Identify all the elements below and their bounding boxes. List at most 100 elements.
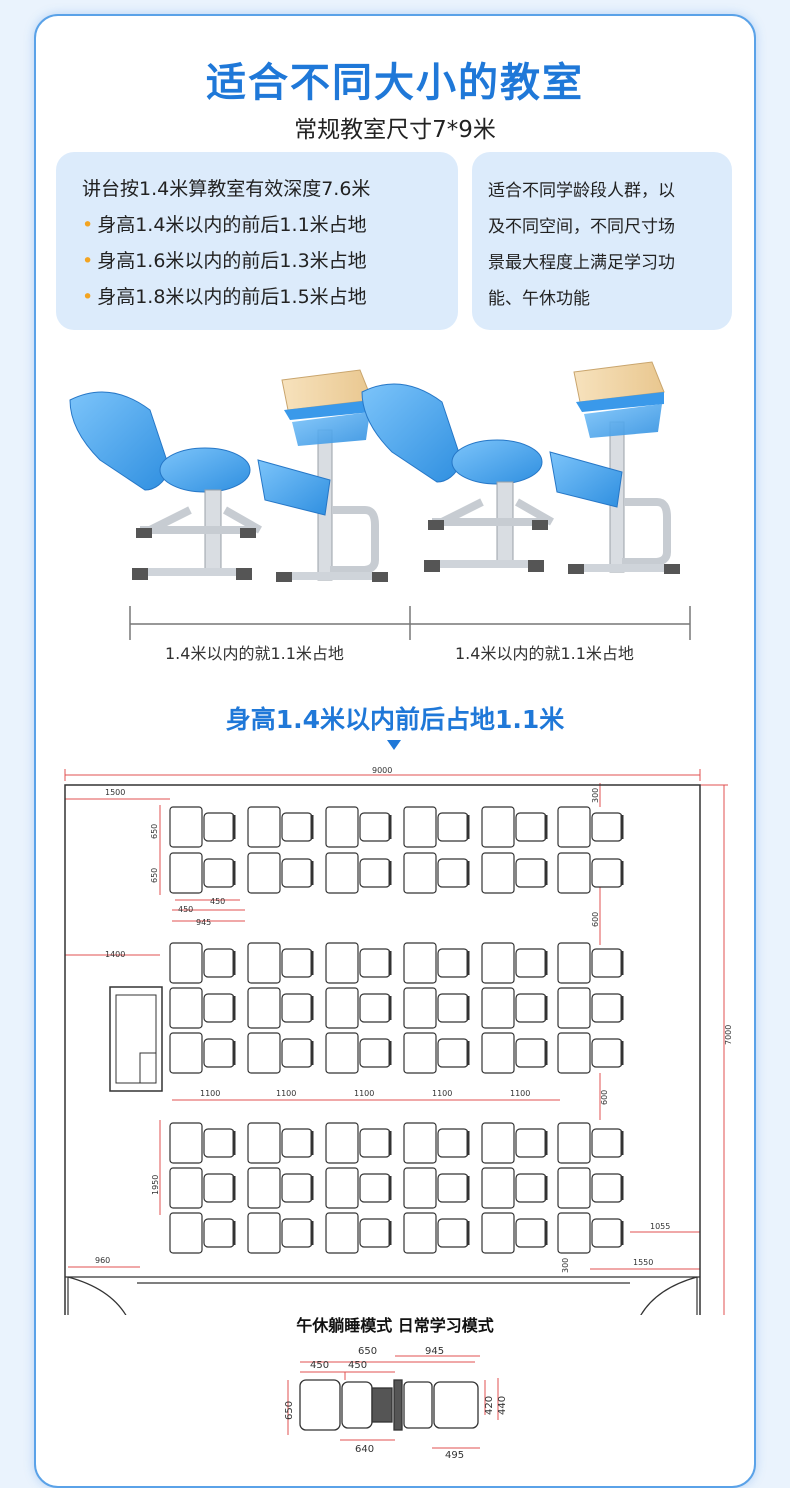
desk-chair-unit xyxy=(325,806,392,848)
desk-chair-unit xyxy=(481,987,548,1029)
desk-chair-unit xyxy=(169,1212,236,1254)
desk-chair-unit xyxy=(169,942,236,984)
dim-1950: 1950 xyxy=(151,1175,160,1195)
desk-chair-unit xyxy=(247,1212,314,1254)
desk-chair-unit xyxy=(403,806,470,848)
dimension-label: 1.4米以内的就1.1米占地 xyxy=(165,644,344,663)
desk-chair-unit xyxy=(557,1212,624,1254)
bullet-icon: • xyxy=(82,286,94,308)
desk-chair-unit xyxy=(247,852,314,894)
usage-line: 能、午休功能 xyxy=(488,289,590,309)
dim-1100: 1100 xyxy=(432,1089,452,1098)
dim-640: 640 xyxy=(355,1444,374,1455)
dim-600: 600 xyxy=(600,1090,609,1105)
dim-960: 960 xyxy=(95,1256,110,1265)
desk-chair-unit xyxy=(247,806,314,848)
dim-650: 650 xyxy=(358,1346,377,1357)
desk-chair-unit xyxy=(403,942,470,984)
mode-diagram: 650 450 450 945 640 495 650 420 440 xyxy=(284,1346,508,1460)
dim-1550: 1550 xyxy=(633,1258,653,1267)
desk-chair-unit xyxy=(325,852,392,894)
desk-chair-unit xyxy=(325,1212,392,1254)
dim-1100: 1100 xyxy=(200,1089,220,1098)
dim-650: 650 xyxy=(284,1401,295,1420)
desk-chair-unit xyxy=(557,806,624,848)
desk-chair-unit xyxy=(325,1032,392,1074)
dim-300: 300 xyxy=(561,1258,570,1273)
dim-650: 650 xyxy=(150,868,159,883)
desk-units xyxy=(169,806,624,1254)
dim-650: 650 xyxy=(150,824,159,839)
classroom-floor-plan: 9000 1500 1400 945 450 450 960 1055 1550… xyxy=(64,766,733,1315)
desk-chair-unit xyxy=(169,1122,236,1164)
dim-7000: 7000 xyxy=(724,1025,733,1045)
desk-chair-unit xyxy=(403,1122,470,1164)
desk-chair-unit xyxy=(247,1122,314,1164)
desk-chair-unit xyxy=(169,1167,236,1209)
desk-chair-unit xyxy=(403,987,470,1029)
usage-line: 及不同空间，不同尺寸场 xyxy=(488,217,675,237)
desk-chair-unit xyxy=(325,1167,392,1209)
bullet-icon: • xyxy=(82,214,94,236)
desk-chair-unit xyxy=(557,987,624,1029)
dim-450: 450 xyxy=(210,897,225,906)
desk-chair-unit xyxy=(557,1122,624,1164)
desk-chair-unit xyxy=(557,942,624,984)
usage-line: 景最大程度上满足学习功 xyxy=(488,253,675,273)
depth-item: •身高1.4米以内的前后1.1米占地 xyxy=(82,214,367,236)
desk-chair-unit xyxy=(481,1122,548,1164)
dim-1055: 1055 xyxy=(650,1222,670,1231)
desk-chair-unit xyxy=(325,987,392,1029)
desk-chair-unit xyxy=(325,1122,392,1164)
usage-info-card: 适合不同学龄段人群，以 及不同空间，不同尺寸场 景最大程度上满足学习功 能、午休… xyxy=(472,152,732,330)
desk-chair-unit xyxy=(403,852,470,894)
desk-chair-set xyxy=(69,369,388,582)
desk-chair-unit xyxy=(169,806,236,848)
dim-450: 450 xyxy=(310,1360,329,1371)
dim-450: 450 xyxy=(348,1360,367,1371)
bullet-icon: • xyxy=(82,250,94,272)
dim-300: 300 xyxy=(591,788,600,803)
dim-1100: 1100 xyxy=(276,1089,296,1098)
dim-495: 495 xyxy=(445,1450,464,1460)
page-title: 适合不同大小的教室 xyxy=(206,60,584,106)
desk-chair-unit xyxy=(325,942,392,984)
desk-chair-unit xyxy=(557,1167,624,1209)
dim-1400: 1400 xyxy=(105,950,125,959)
desk-chair-illustration xyxy=(69,340,790,582)
down-arrow-icon xyxy=(387,740,401,750)
desk-chair-set xyxy=(362,362,680,574)
desk-chair-unit xyxy=(481,1032,548,1074)
width-dimension-bar xyxy=(129,606,691,640)
dim-1100: 1100 xyxy=(510,1089,530,1098)
desk-chair-unit xyxy=(403,1167,470,1209)
desk-chair-unit xyxy=(169,987,236,1029)
desk-chair-unit xyxy=(481,942,548,984)
dim-600: 600 xyxy=(591,912,600,927)
depth-info-card: 讲台按1.4米算教室有效深度7.6米 •身高1.4米以内的前后1.1米占地 •身… xyxy=(56,152,458,330)
dim-945: 945 xyxy=(196,918,211,927)
desk-chair-unit xyxy=(481,1212,548,1254)
depth-item: •身高1.8米以内的前后1.5米占地 xyxy=(82,286,367,308)
page-subtitle: 常规教室尺寸7*9米 xyxy=(294,117,496,143)
dimension-label: 1.4米以内的就1.1米占地 xyxy=(455,644,634,663)
dim-945: 945 xyxy=(425,1346,444,1357)
desk-chair-unit xyxy=(403,1212,470,1254)
desk-chair-unit xyxy=(247,942,314,984)
dim-440: 440 xyxy=(497,1396,508,1415)
desk-chair-unit xyxy=(169,852,236,894)
usage-line: 适合不同学龄段人群，以 xyxy=(488,181,675,201)
depth-heading: 讲台按1.4米算教室有效深度7.6米 xyxy=(82,178,371,200)
dim-1100: 1100 xyxy=(354,1089,374,1098)
desk-chair-unit xyxy=(247,987,314,1029)
desk-chair-unit xyxy=(557,1032,624,1074)
desk-chair-unit xyxy=(247,1167,314,1209)
dim-1500: 1500 xyxy=(105,788,125,797)
desk-chair-unit xyxy=(557,852,624,894)
section-title: 身高1.4米以内前后占地1.1米 xyxy=(225,705,565,734)
desk-chair-unit xyxy=(481,852,548,894)
dim-450: 450 xyxy=(178,905,193,914)
desk-chair-unit xyxy=(481,1167,548,1209)
desk-chair-unit xyxy=(247,1032,314,1074)
modes-caption: 午休躺睡模式 日常学习模式 xyxy=(296,1316,494,1335)
